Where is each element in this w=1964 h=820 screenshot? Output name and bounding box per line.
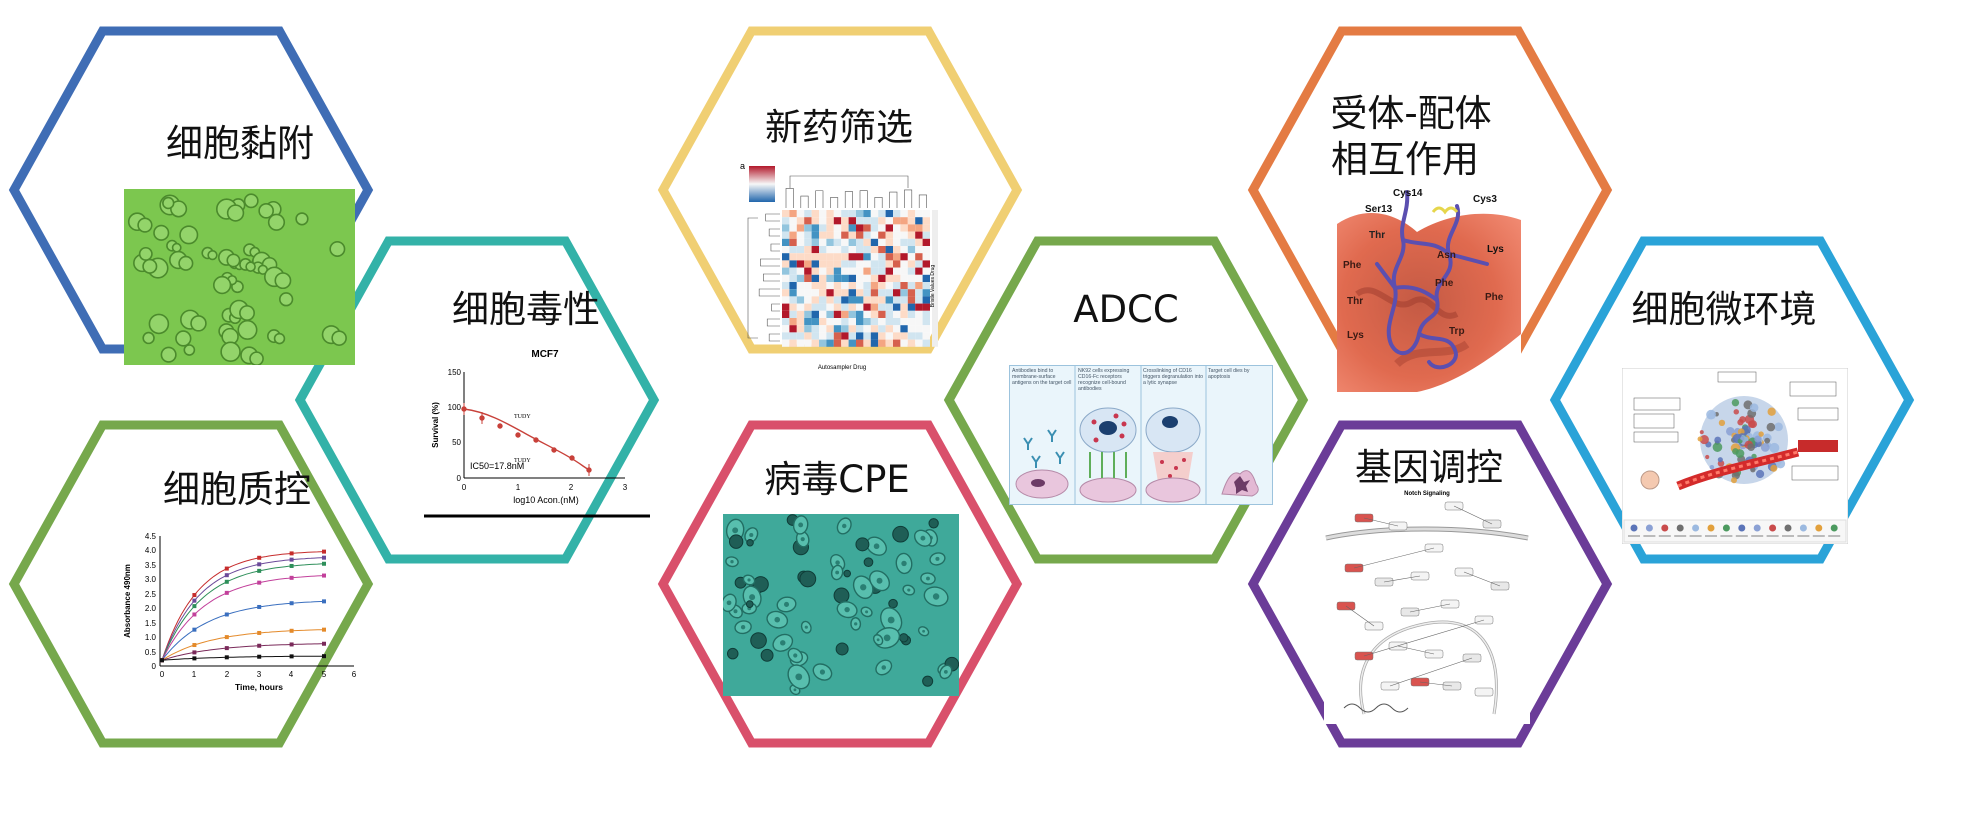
qc-xtick: 1 (192, 670, 197, 679)
qc-ytick: 2.5 (145, 590, 157, 599)
label-thr: Thr (1369, 230, 1385, 241)
label-lys: Lys (1487, 244, 1504, 255)
label-ser13: Ser13 (1365, 204, 1393, 215)
qc-ytick: 0.5 (145, 648, 157, 657)
label-phe-left: Phe (1343, 260, 1362, 271)
title-cell-microenvironment: 细胞微环境 (1631, 288, 1817, 331)
heatmap-panel-letter: a (740, 161, 745, 171)
toxicity-xtick: 0 (462, 483, 467, 492)
adcc-diagram: Antibodies bind to membrane-surface anti… (1009, 365, 1273, 505)
qc-ytick: 4.5 (145, 532, 157, 541)
toxicity-xlabel: log10 Acon.(nM) (513, 495, 579, 505)
qc-ylabel: Absorbance 490nm (123, 564, 132, 638)
label-lys2: Lys (1347, 330, 1364, 341)
qc-ytick: 3.5 (145, 561, 157, 570)
toxicity-ytick: 150 (448, 368, 462, 377)
microenvironment-diagram (1622, 368, 1848, 544)
label-cys14: Cys14 (1393, 188, 1423, 199)
qc-xlabel: Time, hours (235, 682, 283, 692)
hexagon-cell-qc (8, 420, 374, 748)
toxicity-ytick: 50 (452, 438, 461, 447)
gene-regulation-pathway: Notch Signaling (1324, 486, 1530, 724)
receptor-ligand-structure: Cys14 Cys3 Ser13 Thr Lys Phe Asn Phe Phe… (1337, 184, 1521, 392)
heatmap-xlabel: Autosampler Drug (818, 365, 866, 371)
toxicity-xtick: 2 (569, 483, 574, 492)
adcc-step-2: NK92 cells expressing CD16-Fc receptors … (1078, 368, 1130, 392)
label-thr2: Thr (1347, 296, 1363, 307)
adhesion-micrograph (124, 189, 355, 365)
adcc-step-1: Antibodies bind to membrane-surface anti… (1012, 368, 1072, 386)
title-virus-cpe: 病毒CPE (764, 458, 910, 501)
hexagon-cytotoxicity (294, 236, 660, 564)
qc-xtick: 4 (289, 670, 294, 679)
qc-ytick: 2.0 (145, 604, 157, 613)
title-cytotoxicity: 细胞毒性 (452, 288, 600, 331)
virus-cpe-micrograph (723, 514, 959, 696)
qc-chart: 0 0.5 1.0 1.5 2.0 2.5 3.0 3.5 4.0 4.5 0 … (118, 528, 362, 696)
drug-heatmap: a Autosampler Drug Bristle Values Drug (738, 158, 938, 374)
toxicity-ylabel: Survival (%) (431, 402, 440, 448)
qc-xtick: 3 (257, 670, 262, 679)
qc-xtick: 5 (322, 670, 327, 679)
qc-xtick: 0 (160, 670, 165, 679)
adcc-step-4: Target cell dies by apoptosis (1208, 368, 1250, 380)
toxicity-chart: MCF7 0 50 100 150 0 1 2 3 log10 Acon.(nM… (418, 340, 658, 520)
toxicity-xtick: 1 (516, 483, 521, 492)
label-trp: Trp (1449, 326, 1465, 337)
title-gene-regulation: 基因调控 (1355, 446, 1503, 489)
adcc-step-3: Crosslinking of CD16 triggers degranulat… (1143, 368, 1203, 386)
toxicity-ytick: 100 (448, 403, 462, 412)
label-phe2: Phe (1485, 292, 1504, 303)
label-cys3: Cys3 (1473, 194, 1497, 205)
toxicity-chart-title: MCF7 (531, 349, 559, 360)
qc-xtick: 2 (225, 670, 230, 679)
toxicity-label: TUDY (514, 458, 531, 464)
title-receptor-ligand-line1: 受体-配体 (1330, 92, 1492, 135)
toxicity-ic50: IC50=17.8nM (470, 461, 524, 471)
qc-ytick: 1.5 (145, 619, 157, 628)
title-drug-screening: 新药筛选 (765, 106, 913, 149)
title-cell-qc: 细胞质控 (163, 468, 311, 511)
gene-map-title: Notch Signaling (1404, 491, 1450, 497)
label-asn: Asn (1437, 250, 1456, 261)
title-adcc: ADCC (1073, 288, 1179, 331)
qc-ytick: 4.0 (145, 546, 157, 555)
qc-ytick: 3.0 (145, 575, 157, 584)
title-receptor-ligand-line2: 相互作用 (1331, 138, 1479, 181)
qc-ytick: 1.0 (145, 633, 157, 642)
toxicity-ytick: 0 (457, 474, 462, 483)
toxicity-label: TUDY (514, 414, 531, 420)
toxicity-xtick: 3 (623, 483, 628, 492)
label-phe: Phe (1435, 278, 1454, 289)
heatmap-ylabel: Bristle Values Drug (930, 265, 936, 308)
title-cell-adhesion: 细胞黏附 (166, 122, 314, 165)
qc-xtick: 6 (352, 670, 357, 679)
qc-ytick: 0 (152, 662, 157, 671)
